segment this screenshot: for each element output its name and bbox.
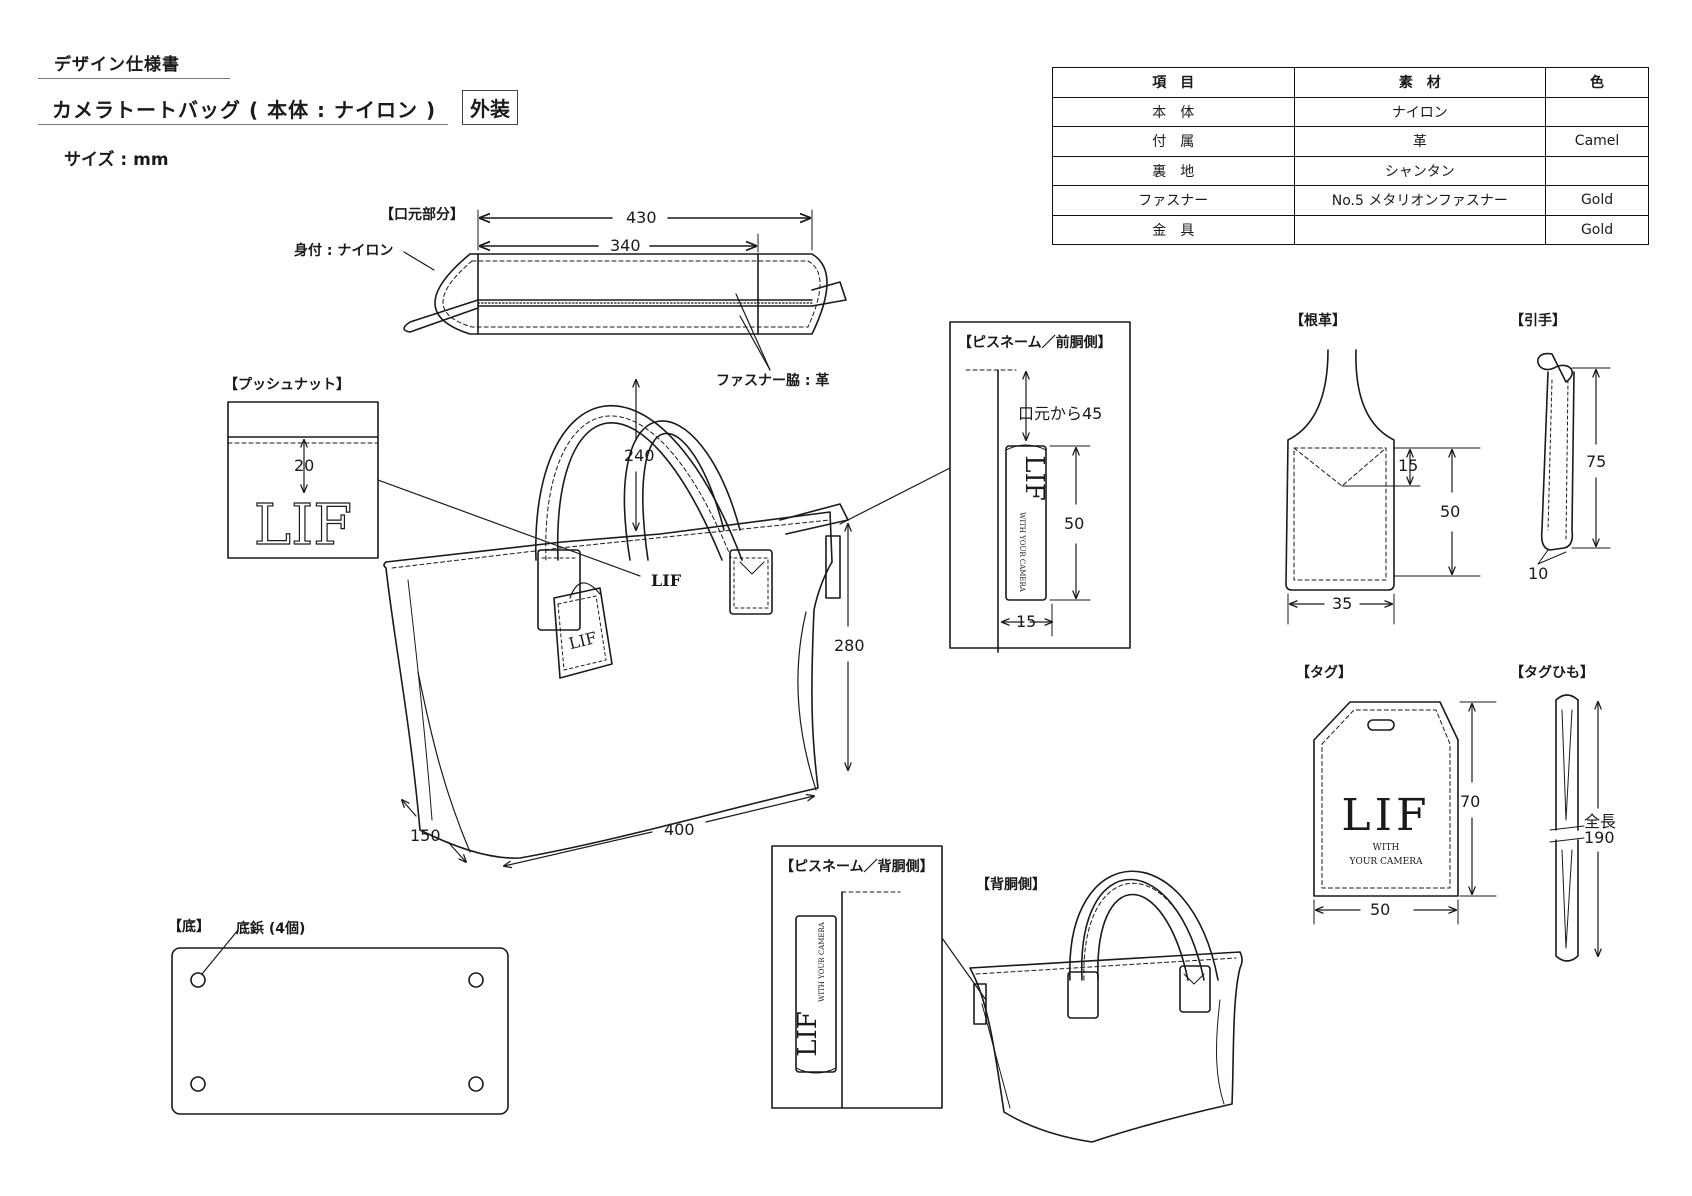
table-row: 裏 地 シャンタン	[1052, 155, 1649, 186]
tag-detail	[1313, 701, 1497, 925]
opening-body-note: 身付 : ナイロン	[294, 243, 394, 259]
push-nut-detail	[227, 401, 641, 577]
handle-height-dim: 240	[624, 446, 655, 465]
cell-material: シャンタン	[1293, 155, 1547, 186]
pull-detail	[1537, 352, 1611, 565]
cell-material	[1293, 214, 1547, 245]
push-nut-dim: 20	[294, 456, 315, 475]
root-leather-dim-width: 35	[1332, 594, 1353, 613]
table-row: 本 体 ナイロン	[1052, 96, 1649, 127]
size-unit: サイズ : mm	[64, 150, 169, 170]
tag-string-label: 【タグひも】	[1510, 665, 1594, 681]
document-title: デザイン仕様書	[54, 55, 180, 75]
table-row: 付 属 革 Camel	[1052, 126, 1649, 157]
root-leather-dim-height: 50	[1440, 502, 1461, 521]
back-view-label: 【背胴側】	[976, 877, 1046, 893]
zipper-side-note: ファスナー脇 : 革	[716, 373, 830, 389]
table-row: 金 具 Gold	[1052, 214, 1649, 245]
opening-label: 【口元部分】	[380, 207, 464, 223]
pisname-back-sub: WITH YOUR CAMERA	[818, 921, 826, 1002]
tag-dim-width: 50	[1370, 900, 1391, 919]
cell-color	[1545, 155, 1649, 186]
pisname-front-logo: LIF	[1019, 455, 1049, 501]
push-nut-label: 【プッシュナット】	[224, 377, 350, 393]
bag-depth-dim: 150	[410, 826, 441, 845]
cell-item: 金 具	[1052, 214, 1295, 245]
root-leather-dim-small: 15	[1398, 456, 1419, 475]
push-nut-logo: LIF	[254, 493, 352, 558]
header-item: 項 目	[1052, 67, 1295, 98]
cell-material: No.5 メタリオンファスナー	[1293, 185, 1547, 216]
tag-label: 【タグ】	[1296, 665, 1352, 681]
cell-material: 革	[1293, 126, 1547, 157]
opening-top-view	[403, 209, 847, 371]
main-bag-drawing	[383, 380, 951, 866]
product-underline	[38, 124, 448, 125]
bag-front-logo: LIF	[651, 571, 682, 590]
cell-item: 裏 地	[1052, 155, 1295, 186]
header-color: 色	[1545, 67, 1649, 98]
pisname-back-detail	[771, 845, 987, 1109]
pisname-back-label: 【ピスネーム／背胴側】	[780, 859, 934, 875]
pull-dim-height: 75	[1586, 452, 1607, 471]
tag-dim-height: 70	[1460, 792, 1481, 811]
pisname-front-sub: WITH YOUR CAMERA	[1018, 512, 1026, 593]
table-row: ファスナー No.5 メタリオンファスナー Gold	[1052, 185, 1649, 216]
pisname-front-height: 50	[1064, 514, 1085, 533]
bottom-detail	[171, 929, 509, 1115]
cell-color: Gold	[1545, 185, 1649, 216]
tag-string-total-label: 全長	[1584, 812, 1617, 831]
pull-label: 【引手】	[1510, 313, 1566, 329]
header-material: 素 材	[1293, 67, 1547, 98]
product-name: カメラトートバッグ ( 本体 : ナイロン )	[52, 98, 437, 122]
pisname-back-logo: LIF	[793, 1011, 823, 1057]
pull-dim-width: 10	[1528, 564, 1549, 583]
cell-color: Gold	[1545, 214, 1649, 245]
cell-item: 本 体	[1052, 96, 1295, 127]
material-spec-table: 項 目 素 材 色 本 体 ナイロン 付 属 革 Camel 裏 地 シャンタン…	[1052, 67, 1649, 245]
root-leather-detail	[1285, 349, 1481, 625]
tag-string-detail	[1549, 694, 1598, 962]
bag-height-dim: 280	[834, 636, 865, 655]
bag-width-dim: 400	[664, 820, 695, 839]
root-leather-label: 【根革】	[1290, 313, 1346, 329]
back-view-bag	[969, 870, 1243, 1143]
table-header-row: 項 目 素 材 色	[1052, 67, 1649, 98]
bottom-rivet-note: 底鋲 (4個)	[236, 921, 306, 937]
tag-sub-camera: YOUR CAMERA	[1349, 857, 1423, 867]
pisname-front-label: 【ピスネーム／前胴側】	[958, 335, 1112, 351]
bottom-label: 【底】	[168, 919, 210, 935]
pisname-from-mouth: 口元から45	[1018, 404, 1103, 423]
pisname-front-width: 15	[1016, 612, 1037, 631]
tag-string-total: 190	[1584, 828, 1615, 847]
opening-dim-inner: 340	[610, 236, 641, 255]
bag-tag-logo: LIF	[567, 628, 599, 653]
cell-color: Camel	[1545, 126, 1649, 157]
opening-dim-outer: 430	[626, 208, 657, 227]
tag-sub-with: WITH	[1373, 843, 1400, 853]
section-label: 外装	[462, 90, 518, 125]
pisname-front-detail	[949, 321, 1131, 653]
cell-color	[1545, 96, 1649, 127]
title-underline	[38, 78, 230, 79]
tag-logo: LIF	[1341, 790, 1430, 841]
